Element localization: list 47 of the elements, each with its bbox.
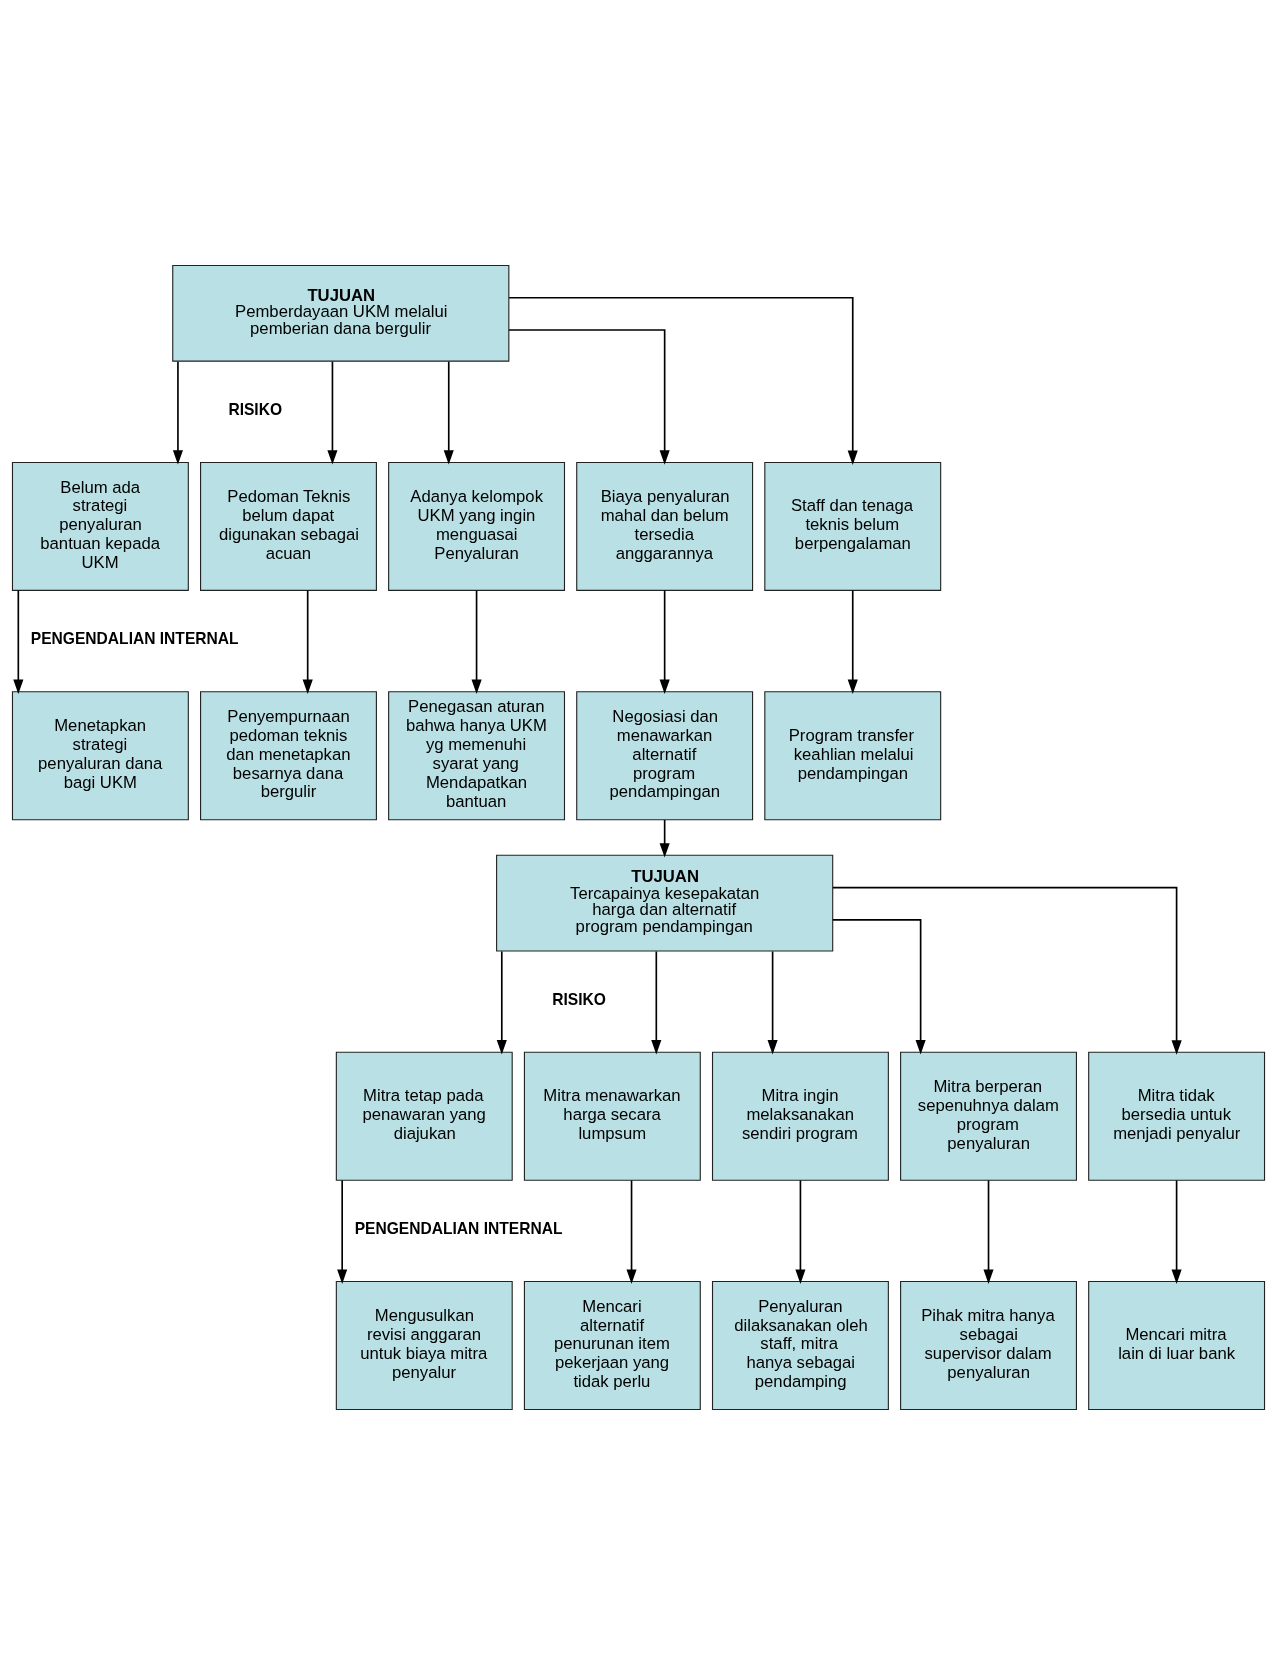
node-box: Biaya penyaluran mahal dan belum tersedia anggarannya <box>576 461 754 591</box>
arrow <box>508 328 670 465</box>
arrow <box>508 296 858 465</box>
node-box: Program transfer keahlian melalui pendampingan <box>764 690 942 820</box>
arrow <box>496 950 507 1054</box>
node-box: Mitra tetap pada penawaran yang diajukan <box>335 1051 513 1181</box>
node-box: Mencari mitra lain di luar bank <box>1088 1280 1266 1410</box>
node-box: Pedoman Teknis belum dapat digunakan sebagai acuan <box>200 461 377 591</box>
arrow <box>832 918 926 1054</box>
arrow <box>983 1179 994 1284</box>
arrow <box>847 589 858 694</box>
node-box: TUJUAN Pemberdayaan UKM melalui pemberian dana bergulir <box>172 264 510 362</box>
node-box: TUJUAN Tercapainya kesepakatan harga dan alternatif program pendampingan <box>496 854 834 952</box>
node-box: Mengusulkan revisi anggaran untuk biaya mitra penyalur <box>335 1280 513 1410</box>
node-box: Staff dan tenaga teknis belum berpengalaman <box>764 461 942 591</box>
arrow <box>13 589 24 694</box>
arrow <box>1171 1179 1182 1284</box>
arrow <box>659 589 670 694</box>
node-box: Mitra menawarkan harga secara lumpsum <box>523 1051 701 1181</box>
arrow <box>302 589 313 694</box>
arrow <box>659 818 670 858</box>
node-box: Mitra berperan sepenuhnya dalam program penyaluran <box>900 1051 1077 1181</box>
arrow <box>443 360 454 465</box>
arrow <box>337 1179 348 1284</box>
node-box: Penyaluran dilaksanakan oleh staff, mitra hanya sebagai pendamping <box>711 1280 889 1410</box>
label: RISIKO <box>228 400 283 418</box>
arrow <box>626 1179 637 1284</box>
label: PENGENDALIAN INTERNAL <box>354 1219 563 1237</box>
node-box: Pihak mitra hanya sebagai supervisor dalam penyaluran <box>900 1280 1077 1410</box>
node-box: Adanya kelompok UKM yang ingin menguasai Penyaluran <box>388 461 566 591</box>
arrow <box>327 360 338 465</box>
node-box: Mencari alternatif penurunan item pekerjaan yang tidak perlu <box>523 1280 701 1410</box>
label: PENGENDALIAN INTERNAL <box>30 629 239 647</box>
arrow <box>767 950 778 1054</box>
node-box: Penegasan aturan bahwa hanya UKM yg memenuhi syarat yang Mendapatkan bantuan <box>388 690 566 820</box>
arrow <box>651 950 662 1054</box>
node-box: Penyempurnaan pedoman teknis dan menetapkan besarnya dana bergulir <box>200 690 377 820</box>
node-box: Mitra tidak bersedia untuk menjadi penyalur <box>1088 1051 1266 1181</box>
arrow <box>795 1179 806 1284</box>
arrow <box>832 886 1182 1055</box>
arrow <box>172 360 183 465</box>
node-box: Belum ada strategi penyaluran bantuan kepada UKM <box>11 461 189 591</box>
node-box: Mitra ingin melaksanakan sendiri program <box>711 1051 889 1181</box>
arrow <box>471 589 482 694</box>
label: RISIKO <box>552 990 606 1008</box>
node-box: Menetapkan strategi penyaluran dana bagi UKM <box>11 690 189 820</box>
node-box: Negosiasi dan menawarkan alternatif program pendampingan <box>576 690 754 820</box>
